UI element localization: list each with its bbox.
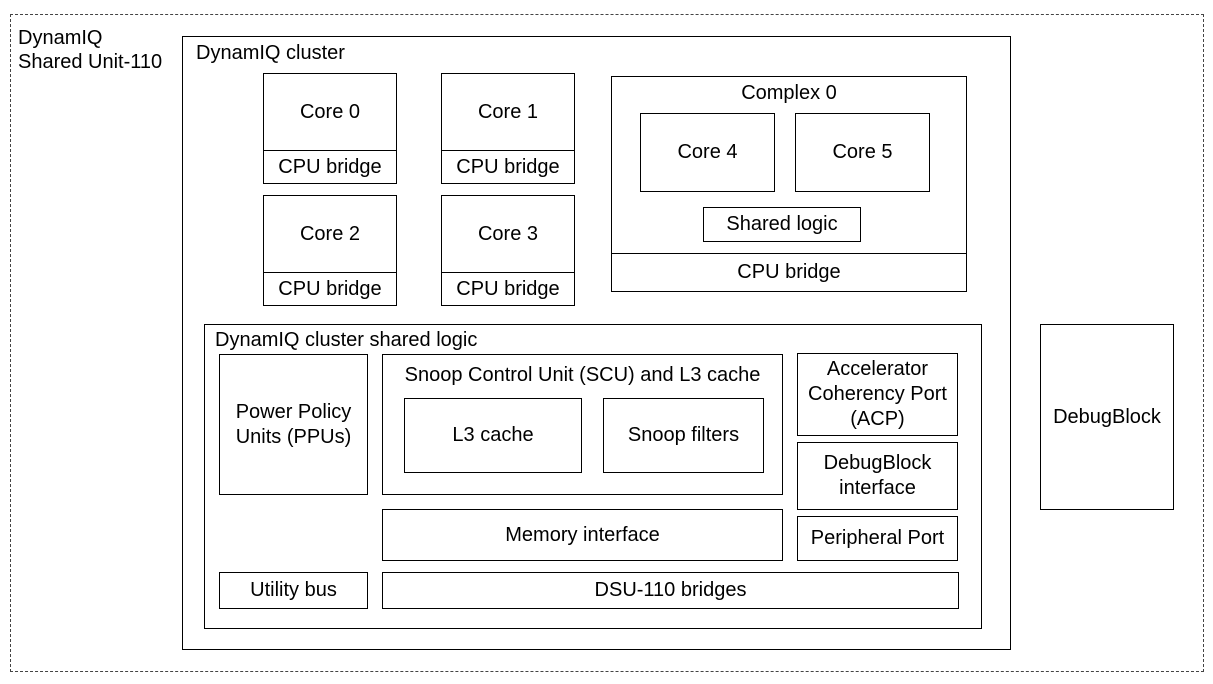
power-policy-units: Power Policy Units (PPUs): [219, 354, 368, 495]
debugblock-interface: DebugBlock interface: [797, 442, 958, 510]
dsu-boundary: [10, 14, 1204, 672]
core-4: Core 4: [640, 113, 775, 192]
core-1: Core 1: [441, 73, 575, 152]
core-2: Core 2: [263, 195, 397, 274]
complex-shared-logic: Shared logic: [703, 207, 861, 242]
utility-bus: Utility bus: [219, 572, 368, 609]
core-5: Core 5: [795, 113, 930, 192]
core-0: Core 0: [263, 73, 397, 152]
memory-interface: Memory interface: [382, 509, 783, 561]
l3-cache: L3 cache: [404, 398, 582, 473]
debugblock: DebugBlock: [1040, 324, 1174, 510]
accelerator-coherency-port: Accelerator Coherency Port (ACP): [797, 353, 958, 436]
cluster-title: DynamIQ cluster: [196, 42, 345, 64]
scu-title: Snoop Control Unit (SCU) and L3 cache: [404, 364, 761, 386]
complex-0-title: Complex 0: [741, 82, 837, 104]
cluster-shared-logic-title: DynamIQ cluster shared logic: [215, 329, 478, 351]
core-3: Core 3: [441, 195, 575, 274]
core-3-cpu-bridge: CPU bridge: [441, 272, 575, 306]
snoop-filters: Snoop filters: [603, 398, 764, 473]
dsu-label-line1: DynamIQ: [18, 27, 103, 49]
peripheral-port: Peripheral Port: [797, 516, 958, 561]
dsu-110-bridges: DSU-110 bridges: [382, 572, 959, 609]
core-1-cpu-bridge: CPU bridge: [441, 150, 575, 184]
core-2-cpu-bridge: CPU bridge: [263, 272, 397, 306]
complex-cpu-bridge: CPU bridge: [611, 253, 967, 292]
core-0-cpu-bridge: CPU bridge: [263, 150, 397, 184]
dsu-label-line2: Shared Unit-110: [18, 51, 163, 73]
